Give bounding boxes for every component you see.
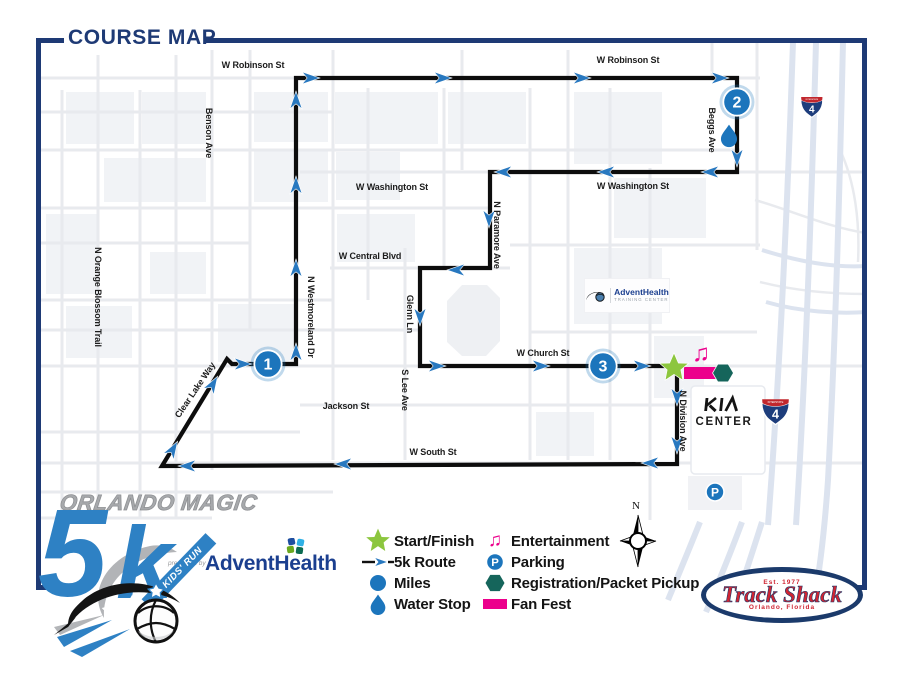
legend-item-route: 5k Route <box>362 552 474 572</box>
frame-top-left-stub <box>36 38 64 43</box>
track-shack-est: Est. 1977 <box>763 578 801 586</box>
kia-center-logo <box>704 394 738 413</box>
highway-lines <box>665 41 867 616</box>
race-logo: ORLANDO MAGIC 5 k presented by & KIDS' R… <box>0 480 260 680</box>
legend-item-miles: Miles <box>362 573 474 593</box>
legend-column-2: ♫ Entertainment Parking Registration/Pac… <box>479 530 699 615</box>
magic-swoosh-mini-icon <box>586 291 605 302</box>
frame-top <box>205 38 867 43</box>
mile-number: 2 <box>733 95 742 112</box>
registration-packet-pickup-icon <box>712 363 734 383</box>
legend-item-entertainment: ♫ Entertainment <box>479 530 699 551</box>
track-shack-city: Orlando, Florida <box>748 604 816 612</box>
parking-legend-icon <box>479 551 511 573</box>
interstate-4-shield-icon <box>761 398 790 426</box>
water-stop-icon <box>362 593 394 615</box>
frame-left-foot <box>36 585 51 590</box>
magic-basketball-logo <box>54 581 180 657</box>
compass-north-label: N <box>632 500 640 512</box>
adventhealth-flower-icon <box>286 538 305 554</box>
arena-block <box>447 285 500 356</box>
route-icon <box>362 556 394 568</box>
registration-legend-icon <box>479 573 511 593</box>
adventhealth-logo: AdventHealth <box>205 538 337 576</box>
legend-column-1: Start/Finish 5k Route Miles Water Stop <box>362 528 474 615</box>
kia-center-label: CENTER <box>696 416 753 428</box>
track-shack-name: Track Shack <box>722 581 843 607</box>
mile-number: 3 <box>599 359 608 376</box>
race-logo-swoosh <box>98 545 177 618</box>
water-stop-markers <box>720 124 738 148</box>
entertainment-icon: ♫ <box>692 340 710 367</box>
mile-markers: 1 2 3 <box>250 84 755 384</box>
adventhealth-name: AdventHealth <box>205 552 337 575</box>
parking-icon <box>705 482 725 502</box>
legend-item-water-stop: Water Stop <box>362 593 474 615</box>
training-center-name: AdventHealth <box>614 287 669 298</box>
entertainment-legend-icon: ♫ <box>487 530 503 551</box>
adventhealth-training-center: AdventHealth TRAINING CENTER <box>584 278 670 313</box>
training-center-sub: TRAINING CENTER <box>614 297 669 303</box>
legend-item-fan-fest: Fan Fest <box>479 594 699 614</box>
mile-number: 1 <box>264 357 273 374</box>
fan-fest-area <box>684 367 717 379</box>
mile-marker: 1 <box>250 346 286 382</box>
background-blocks <box>46 92 706 456</box>
kia-center-block <box>690 385 766 475</box>
mile-marker: 2 <box>719 84 755 120</box>
legend-item-parking: Parking <box>479 552 699 572</box>
page-title: COURSE MAP <box>68 26 217 49</box>
interstate-4-shield-icon <box>800 96 824 118</box>
start-finish-icon <box>362 528 394 554</box>
parking-markers <box>705 482 725 502</box>
compass-rose: N <box>619 500 657 568</box>
miles-icon <box>362 573 394 593</box>
frame-left <box>36 38 41 590</box>
legend-item-start-finish: Start/Finish <box>362 528 474 554</box>
water-stop-icon <box>720 124 738 148</box>
frame-right <box>862 38 867 590</box>
mile-marker: 3 <box>585 348 621 384</box>
track-shack-logo: Est. 1977 Track Shack Orlando, Florida <box>701 567 863 623</box>
legend-item-registration: Registration/Packet Pickup <box>479 573 699 593</box>
fan-fest-legend-icon <box>479 598 511 610</box>
